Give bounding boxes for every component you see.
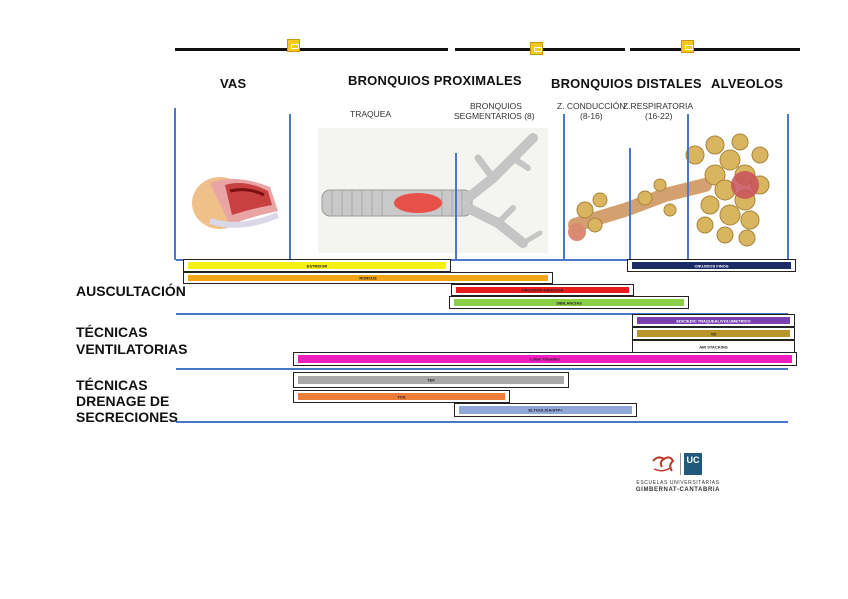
- bar-sibilancias-label: SIBILANCIAS: [556, 300, 582, 305]
- bar-crujidos-gruesos: CRUJIDOS GRUESOS: [451, 284, 634, 296]
- bar-eli-fill: [637, 317, 790, 324]
- bar-tef: TEF: [293, 372, 569, 388]
- bar-tef-fill: [298, 376, 564, 384]
- bar-tos-label: TOS: [397, 394, 406, 399]
- row-label-drenage-2: DRENAGE DE: [76, 393, 170, 409]
- row-divider: [176, 313, 788, 315]
- subheading-segmentarios-1: BRONQUIOS: [470, 101, 522, 111]
- bar-air-stacking-fill: [637, 343, 790, 350]
- logo-emblem-icon: [652, 456, 675, 472]
- column-divider: [174, 108, 176, 260]
- bar-eli-label: EDIC/EDIC TRAQUEAL/VOLUMETRICO: [676, 318, 751, 323]
- bar-lobar-label: Lobar Travailler: [530, 356, 560, 362]
- column-divider: [455, 153, 457, 260]
- bar-tos: TOS: [293, 390, 510, 403]
- row-label-ventilatorias-1: TÉCNICAS: [76, 324, 148, 340]
- column-divider: [289, 114, 291, 260]
- bar-sibilancias: SIBILANCIAS: [449, 296, 689, 309]
- comment-note-icon[interactable]: [530, 42, 543, 55]
- logo-line1: ESCUELAS UNIVERSITARIAS: [636, 480, 720, 486]
- bar-tos-fill: [298, 393, 505, 400]
- row-label-ventilatorias-2: VENTILATORIAS: [76, 341, 188, 357]
- bar-roncus-fill: [188, 275, 548, 281]
- column-heading-proximales: BRONQUIOS PROXIMALES: [348, 73, 522, 88]
- bronchioles-alveoli-illustration: [565, 130, 775, 260]
- column-divider: [629, 148, 631, 260]
- bar-vd: VD: [632, 327, 795, 340]
- bar-vd-fill: [637, 330, 790, 337]
- bar-vd-label: VD: [710, 331, 717, 336]
- top-line-left: [175, 48, 448, 51]
- bar-estridor-label: ESTRIDOR: [306, 263, 328, 268]
- subheading-respiratoria-1: Z.RESPIRATORIA: [623, 101, 694, 111]
- bar-roncus-label: RONCUS: [359, 275, 377, 281]
- column-heading-vas: VAS: [220, 76, 247, 91]
- column-divider: [687, 114, 689, 260]
- row-divider: [176, 421, 788, 423]
- subheading-conduccion-1: Z. CONDUCCIÓN: [557, 101, 626, 111]
- bar-sibilancias-fill: [454, 299, 684, 306]
- bar-air-stacking-label: AIR STACKING: [699, 344, 728, 349]
- bar-crujidos-finos: CRUJIDOS FINOS: [627, 259, 796, 272]
- subheading-traquea: TRAQUEA: [350, 109, 392, 119]
- institution-logo: UC ESCUELAS UNIVERSITARIAS GIMBERNAT-CAN…: [628, 453, 728, 501]
- subheading-segmentarios-2: SEGMENTARIOS (8): [454, 111, 535, 121]
- bar-lobar-fill: [298, 355, 792, 363]
- bar-eltgol: ELTGOL/DA/ATP+: [454, 403, 637, 417]
- subheading-conduccion-2: (8-16): [580, 111, 603, 121]
- bar-tef-label: TEF: [427, 377, 435, 383]
- logo-divider: [680, 453, 681, 475]
- bar-lobar: Lobar Travailler: [293, 352, 797, 366]
- upper-airway-illustration: [190, 165, 285, 235]
- bar-eltgol-fill: [459, 406, 632, 414]
- bar-estridor-fill: [188, 262, 446, 269]
- row-divider: [176, 259, 788, 261]
- bar-crujidos-finos-fill: [632, 262, 791, 269]
- bar-estridor: ESTRIDOR: [183, 259, 451, 272]
- logo-line2: GIMBERNAT-CANTABRIA: [635, 487, 721, 493]
- bar-roncus: RONCUS: [183, 272, 553, 284]
- row-label-drenage-1: TÉCNICAS: [76, 377, 148, 393]
- bar-eli: EDIC/EDIC TRAQUEAL/VOLUMETRICO: [632, 314, 795, 327]
- bar-crujidos-gruesos-fill: [456, 287, 629, 293]
- logo-uc-text: UC: [686, 455, 700, 465]
- bar-eltgol-label: ELTGOL/DA/ATP+: [528, 407, 563, 413]
- bar-crujidos-gruesos-label: CRUJIDOS GRUESOS: [521, 287, 564, 293]
- trachea-bronchi-illustration: [318, 128, 548, 253]
- comment-note-icon[interactable]: [287, 39, 300, 52]
- row-divider: [176, 368, 788, 370]
- column-divider: [787, 114, 789, 260]
- row-label-drenage-3: SECRECIONES: [76, 409, 178, 425]
- top-line-right: [630, 48, 800, 51]
- column-divider: [563, 114, 565, 260]
- column-heading-distales: BRONQUIOS DISTALES: [551, 76, 702, 91]
- logo-uc-badge: [684, 453, 702, 475]
- column-heading-alveolos: ALVEOLOS: [711, 76, 784, 91]
- comment-note-icon[interactable]: [681, 40, 694, 53]
- row-label-auscultacion: AUSCULTACIÓN: [76, 283, 186, 299]
- bar-crujidos-finos-label: CRUJIDOS FINOS: [694, 263, 729, 268]
- subheading-respiratoria-2: (16-22): [645, 111, 673, 121]
